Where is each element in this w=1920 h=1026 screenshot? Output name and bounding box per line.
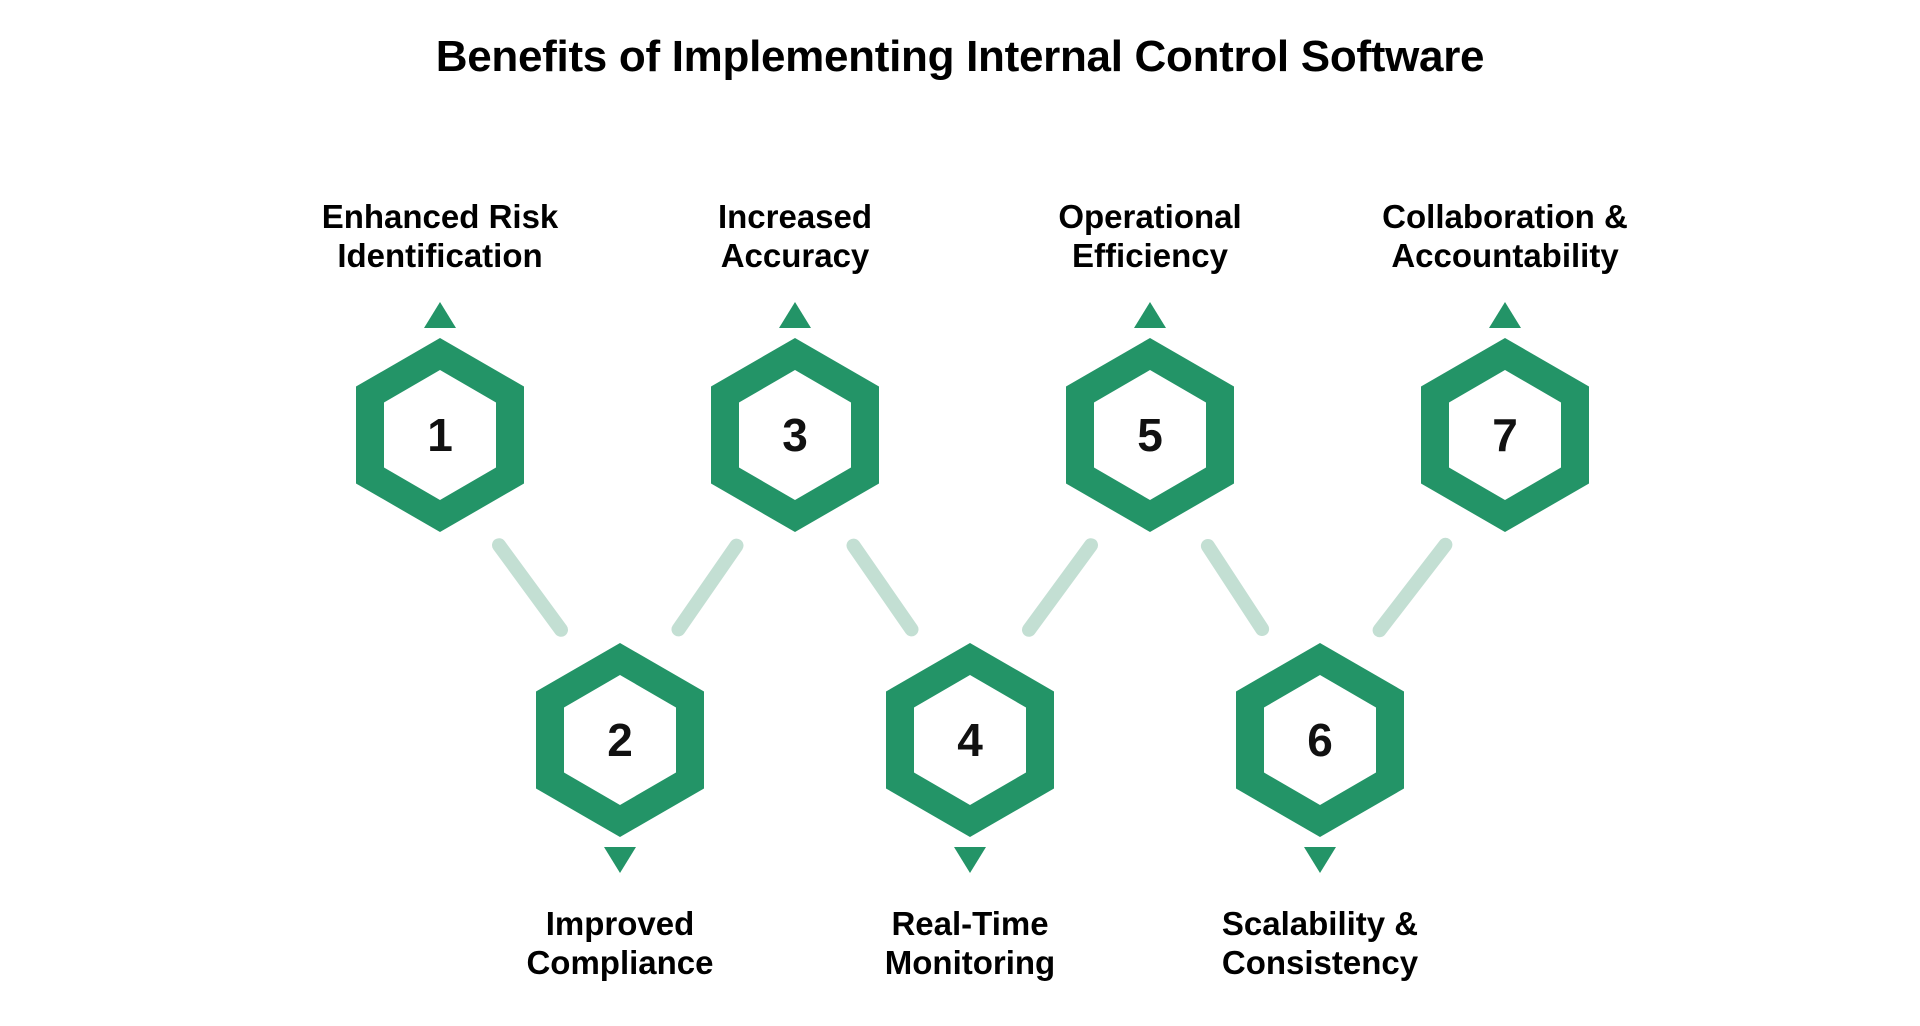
- hexagon-node-1[interactable]: 1: [356, 338, 524, 532]
- hexagon-number: 6: [1307, 714, 1333, 766]
- node-label-5: Operational Efficiency: [1058, 198, 1242, 274]
- hexagon-inner-shape: 3: [739, 370, 851, 500]
- node-label-3: Increased Accuracy: [717, 198, 873, 274]
- hexagon-number: 2: [607, 714, 633, 766]
- hexagon-number: 3: [782, 409, 808, 461]
- node-label-6: Scalability & Consistency: [1221, 905, 1419, 981]
- page-title: Benefits of Implementing Internal Contro…: [435, 32, 1485, 81]
- connector-4-to-5: [1022, 538, 1098, 637]
- node-label-4: Real-Time Monitoring: [884, 905, 1056, 981]
- hexagon-number: 4: [957, 714, 983, 766]
- triangle-up-icon: [1489, 302, 1521, 328]
- hexagon-node-5[interactable]: 5: [1066, 338, 1234, 532]
- hexagon-number: 5: [1137, 409, 1163, 461]
- hexagon-node-7[interactable]: 7: [1421, 338, 1589, 532]
- connector-2-to-3: [671, 538, 744, 637]
- hexagon-node-2[interactable]: 2: [536, 643, 704, 837]
- hexagon-node-3[interactable]: 3: [711, 338, 879, 532]
- node-label-2: Improved Compliance: [526, 905, 714, 981]
- node-label-1: Enhanced Risk Identification: [321, 198, 559, 274]
- triangle-down-icon: [954, 847, 986, 873]
- hexagon-node-6[interactable]: 6: [1236, 643, 1404, 837]
- triangle-up-icon: [779, 302, 811, 328]
- hexagon-inner-shape: 2: [564, 675, 676, 805]
- triangle-up-icon: [1134, 302, 1166, 328]
- hexagon-number: 7: [1492, 409, 1518, 461]
- connector-6-to-7: [1372, 537, 1453, 638]
- triangle-down-icon: [1304, 847, 1336, 873]
- node-label-7: Collaboration & Accountability: [1382, 198, 1628, 274]
- connector-5-to-6: [1200, 539, 1270, 636]
- triangle-up-icon: [424, 302, 456, 328]
- triangle-down-icon: [604, 847, 636, 873]
- hexagon-node-4[interactable]: 4: [886, 643, 1054, 837]
- hexagon-number: 1: [427, 409, 453, 461]
- connector-1-to-2: [492, 538, 568, 637]
- connector-3-to-4: [846, 538, 919, 637]
- hexagon-inner-shape: 4: [914, 675, 1026, 805]
